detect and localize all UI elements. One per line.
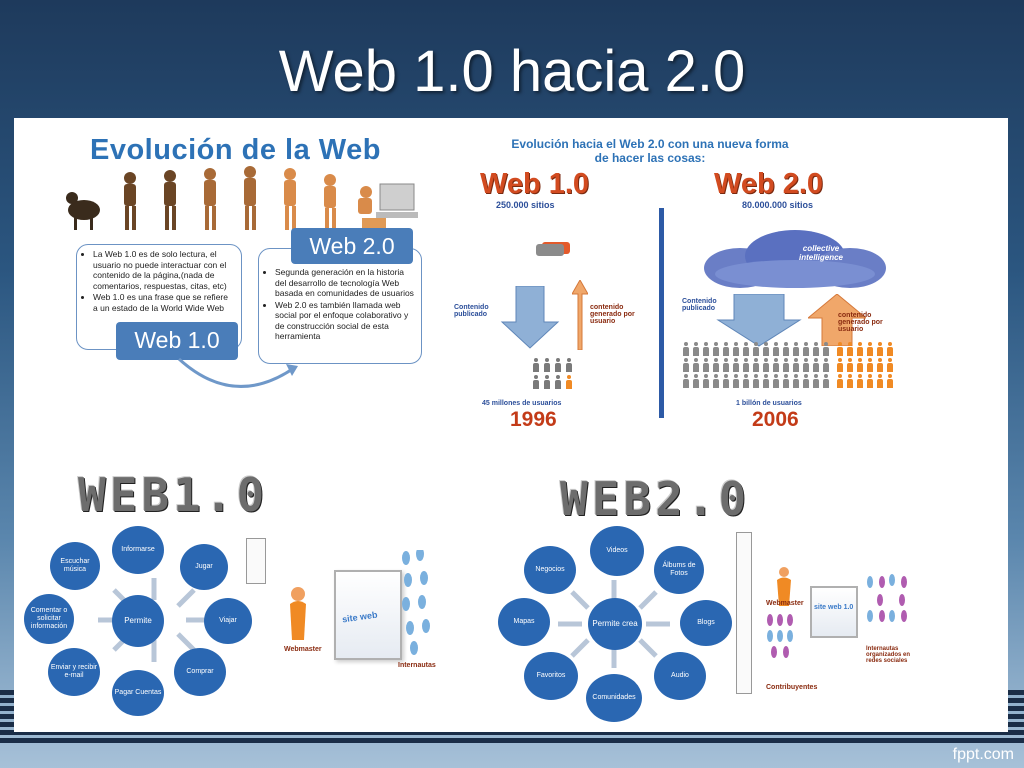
web20-bullet: Web 2.0 es también llamada web social po… <box>275 300 415 342</box>
q2-web10-heading: Web 1.0 <box>480 168 590 200</box>
web10-bullet: La Web 1.0 es de solo lectura, el usuari… <box>93 249 235 291</box>
evolution-figures-image <box>66 166 418 230</box>
brand-label: fppt.com <box>952 746 1014 763</box>
web10-webmaster-figure <box>290 587 306 640</box>
web20-description-box: Segunda generación en la historia del de… <box>258 248 422 364</box>
web20-network-figures <box>867 574 907 622</box>
web10-label: Web 1.0 <box>116 322 238 360</box>
cloud-label: collective intelligence <box>798 244 843 262</box>
q2-web20-heading: Web 2.0 <box>714 168 824 200</box>
web10-pencil-card <box>246 538 266 584</box>
q2-divider <box>659 208 664 418</box>
web10-up-arrow <box>572 280 588 350</box>
web10-published-label: Contenido publicado <box>454 304 489 318</box>
q2-title-line2: de hacer las cosas: <box>594 151 706 165</box>
web20-contributors-figures <box>767 614 793 658</box>
web20-webmaster-label: Webmaster <box>766 600 804 607</box>
web20-down-arrow <box>716 294 802 347</box>
web20-webmaster-figure <box>777 567 791 606</box>
q2-web10-sites: 250.000 sitios <box>496 200 555 210</box>
web10-site-window <box>334 570 402 660</box>
web20-node-blogs: Blogs <box>680 600 732 646</box>
web20-site-label: site web 1.0 <box>814 604 854 611</box>
web10-node-comentar: Comentar o solicitar información <box>24 594 74 644</box>
web10-users-count: 45 millones de usuarios <box>482 400 562 407</box>
web10-user-generated-label: contenido generado por usuario <box>590 304 635 325</box>
collective-intelligence-cloud <box>704 230 886 288</box>
web10-node-pagar-cuentas: Pagar Cuentas <box>112 670 164 716</box>
web20-up-arrow <box>808 294 866 346</box>
web20-node-negocios: Negocios <box>524 546 576 594</box>
web20-node-comunidades: Comunidades <box>586 674 642 722</box>
q2-title-line1: Evolución hacia el Web 2.0 con una nueva… <box>511 137 789 151</box>
q2-title: Evolución hacia el Web 2.0 con una nueva… <box>500 137 800 165</box>
web20-wordmark: WEB2.0 <box>560 472 751 526</box>
web10-node-email: Enviar y recibir e-mail <box>48 648 100 696</box>
web10-node-viajar: Viajar <box>204 598 252 644</box>
web20-contributors-icons <box>836 342 896 388</box>
web20-node-audio: Audio <box>654 652 706 700</box>
web20-node-videos: Videos <box>590 526 644 576</box>
web10-wordmark: WEB1.0 <box>78 468 269 522</box>
web20-network-note: Internautas organizados en redes sociale… <box>866 646 911 664</box>
web10-down-arrow <box>500 286 560 349</box>
web10-users-icons <box>532 358 580 389</box>
server-icon <box>536 244 564 256</box>
web10-internautas-figures <box>402 550 430 655</box>
web20-label: Web 2.0 <box>291 228 413 264</box>
web10-node-comprar: Comprar <box>174 648 226 696</box>
web10-node-informarse: Informarse <box>112 526 164 574</box>
web10-center-node: Permite <box>112 595 164 647</box>
web20-users-count: 1 billón de usuarios <box>736 400 802 407</box>
web10-bullet: Web 1.0 es una frase que se refiere a un… <box>93 292 235 313</box>
web10-webmaster-label: Webmaster <box>284 646 322 653</box>
web10-year: 1996 <box>510 408 557 431</box>
web10-node-musica: Escuchar música <box>50 542 100 590</box>
web20-users-icons <box>682 342 834 388</box>
web20-node-mapas: Mapas <box>498 598 550 646</box>
web20-year: 2006 <box>752 408 799 431</box>
web20-contributors-label: Contribuyentes <box>766 684 818 691</box>
web20-tool-strip <box>736 532 752 694</box>
web20-node-favoritos: Favoritos <box>524 652 578 700</box>
web20-user-generated-label: contenido generado por usuario <box>838 312 883 333</box>
web10-node-jugar: Jugar <box>180 544 228 590</box>
web20-node-albums: Álbums de Fotos <box>654 546 704 594</box>
web20-center-node: Permite crea <box>588 598 642 650</box>
slide-title: Web 1.0 hacia 2.0 <box>278 39 746 104</box>
web20-site-window <box>810 586 858 638</box>
web20-published-label: Contenido publicado <box>682 298 717 312</box>
cycle-arrow <box>177 357 298 388</box>
web20-bullet: Segunda generación en la historia del de… <box>275 267 415 299</box>
content-panel: Evolución de la Web La Web 1.0 es de sol… <box>14 118 1008 732</box>
q2-web20-sites: 80.000.000 sitios <box>742 200 814 210</box>
evolution-title: Evolución de la Web <box>90 134 381 166</box>
web10-internautas-label: Internautas <box>398 662 436 669</box>
